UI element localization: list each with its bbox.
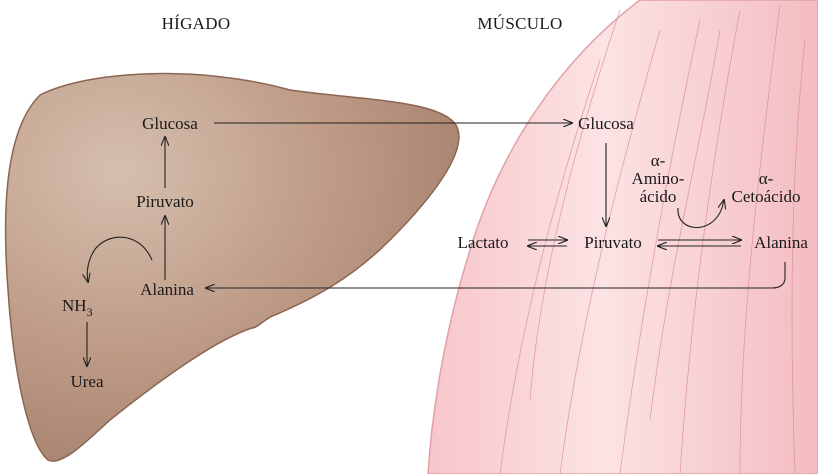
liver-piruvato-label: Piruvato [136, 192, 194, 211]
muscle-glucosa-label: Glucosa [578, 114, 634, 133]
aminoacido-line2: Amino- [632, 169, 685, 188]
muscle-piruvato-label: Piruvato [584, 233, 642, 252]
aminoacido-line3: ácido [640, 187, 677, 206]
lactato-label: Lactato [458, 233, 509, 252]
aminoacido-line1: α- [651, 151, 666, 170]
liver-title: HÍGADO [162, 14, 231, 33]
liver-alanina-label: Alanina [140, 280, 194, 299]
muscle-alanina-label: Alanina [754, 233, 808, 252]
cetoacido-line2: Cetoácido [732, 187, 801, 206]
liver-shape [6, 74, 459, 462]
muscle-title: MÚSCULO [477, 14, 562, 33]
urea-label: Urea [70, 372, 103, 391]
cetoacido-line1: α- [759, 169, 774, 188]
liver-glucosa-label: Glucosa [142, 114, 198, 133]
